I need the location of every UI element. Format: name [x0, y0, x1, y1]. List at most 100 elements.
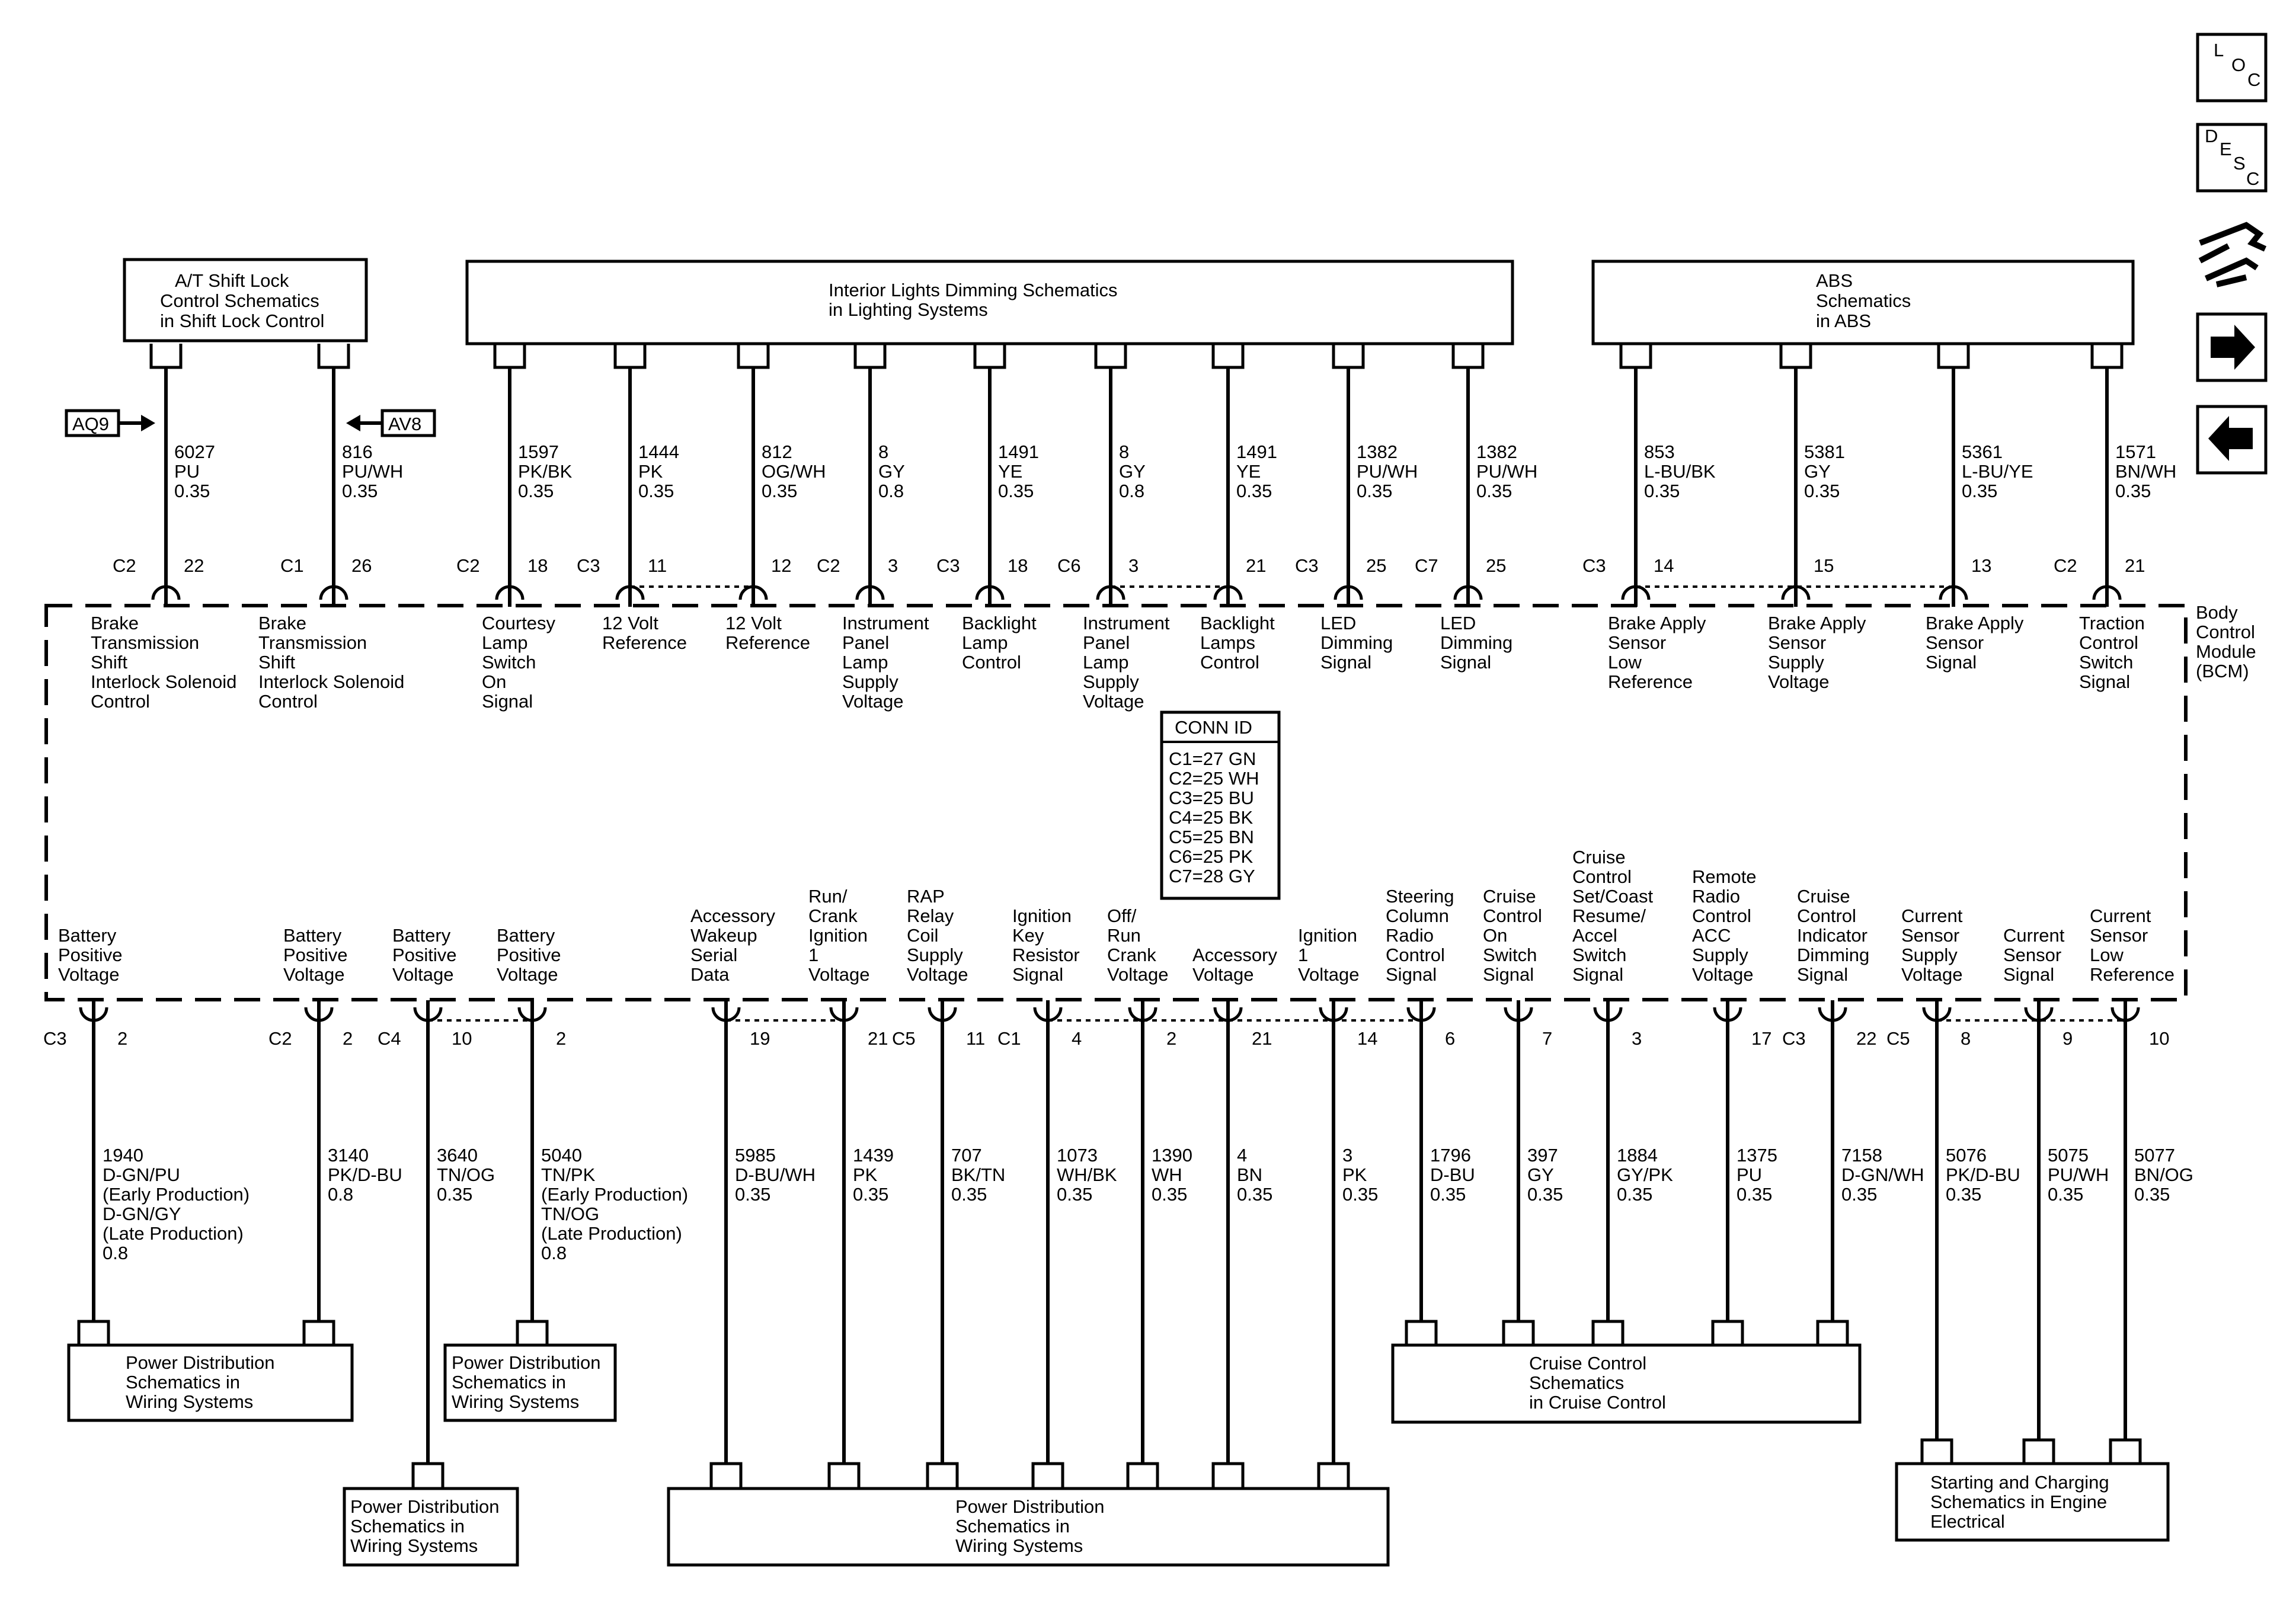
function-label: Battery	[497, 925, 555, 946]
function-label: Voltage	[1298, 964, 1359, 985]
function-label: Wakeup	[690, 925, 757, 946]
function-label: Signal	[2079, 671, 2130, 692]
bottom-circuit[interactable]: SteeringColumnRadioControlSignal61796D-B…	[1386, 886, 1475, 1345]
interior-dimming-box[interactable]: Interior Lights Dimming Schematics in Li…	[465, 260, 1514, 345]
power-distribution-box-4[interactable]: Power Distribution Schematics in Wiring …	[667, 1487, 1390, 1567]
svg-text:E: E	[2220, 139, 2232, 159]
wire-label: 0.35	[853, 1184, 888, 1205]
abs-box[interactable]: ABS Schematics in ABS	[1591, 260, 2135, 345]
function-label: Control	[91, 691, 150, 712]
function-label: Control	[1797, 905, 1856, 926]
wire-label: 0.35	[762, 481, 797, 501]
function-label: Ignition	[808, 925, 868, 946]
function-label: Signal	[2003, 964, 2054, 985]
function-label: Signal	[482, 691, 533, 712]
left-arrow-icon[interactable]	[2196, 405, 2268, 475]
function-label: Switch	[482, 652, 536, 673]
starting-charging-box[interactable]: Starting and Charging Schematics in Engi…	[1895, 1462, 2170, 1542]
conn-id-row: C2=25 WH	[1169, 768, 1259, 789]
box-line: Starting and Charging	[1930, 1472, 2109, 1493]
function-label: Lamp	[482, 632, 528, 653]
description-icon[interactable]: D E S C	[2196, 123, 2268, 193]
conn-id-table: CONN ID C1=27 GN C2=25 WH C3=25 BU C4=25…	[1160, 710, 1281, 900]
pin-number: 21	[1246, 555, 1266, 576]
function-label: Control	[1483, 905, 1542, 926]
function-label: Switch	[1572, 945, 1626, 965]
function-label: Low	[2090, 945, 2124, 965]
function-label: Radio	[1386, 925, 1434, 946]
wire-label: PU/WH	[1476, 461, 1537, 482]
power-distribution-box-1[interactable]: Power Distribution Schematics in Wiring …	[67, 1343, 354, 1422]
wire-label: 1940	[103, 1145, 143, 1166]
wire-label: 6027	[174, 441, 215, 462]
wire-label: 1382	[1476, 441, 1517, 462]
pin-number: 9	[2062, 1028, 2073, 1049]
av8-reference[interactable]: AV8	[346, 409, 436, 437]
function-label: Positive	[58, 945, 123, 965]
function-label: Run	[1107, 925, 1141, 946]
bottom-circuit[interactable]: RemoteRadioControlACCSupplyVoltage171375…	[1692, 866, 1777, 1345]
pin-number: 21	[868, 1028, 888, 1049]
connector-id: C3	[1782, 1028, 1806, 1049]
wire-label: PU	[174, 461, 200, 482]
wire-label: GY	[1119, 461, 1146, 482]
wire-label: 8	[1119, 441, 1129, 462]
location-icon[interactable]: L O C	[2196, 33, 2268, 103]
function-label: Sensor	[1926, 632, 1984, 653]
function-label: Control	[962, 652, 1021, 673]
right-arrow-icon[interactable]	[2196, 312, 2268, 382]
pin-number: 26	[351, 555, 372, 576]
power-distribution-box-3[interactable]: Power Distribution Schematics in Wiring …	[343, 1487, 519, 1567]
box-line: Schematics	[1529, 1372, 1624, 1393]
aq9-reference[interactable]: AQ9	[65, 409, 155, 437]
svg-text:S: S	[2233, 153, 2246, 174]
bottom-circuit[interactable]: CruiseControlSet/CoastResume/AccelSwitch…	[1572, 847, 1673, 1345]
pin-number: 18	[527, 555, 548, 576]
function-label: Dimming	[1320, 632, 1393, 653]
connector-views-icon[interactable]	[2198, 222, 2267, 287]
cruise-control-box[interactable]: Cruise Control Schematics in Cruise Cont…	[1391, 1343, 1862, 1424]
function-label: Positive	[283, 945, 348, 965]
power-distribution-box-2[interactable]: Power Distribution Schematics in Wiring …	[443, 1343, 617, 1422]
bottom-circuit[interactable]: AccessoryWakeupSerialData195985D-BU/WH0.…	[690, 905, 816, 1487]
wire-label: L-BU/BK	[1644, 461, 1716, 482]
function-label: Switch	[1483, 945, 1537, 965]
shift-lock-box[interactable]: A/T Shift Lock Control Schematics in Shi…	[123, 258, 368, 343]
function-label: ACC	[1692, 925, 1731, 946]
function-label: Voltage	[283, 964, 344, 985]
wire-label: 0.35	[518, 481, 554, 501]
function-label: Transmission	[91, 632, 199, 653]
pin-number: 15	[1814, 555, 1834, 576]
